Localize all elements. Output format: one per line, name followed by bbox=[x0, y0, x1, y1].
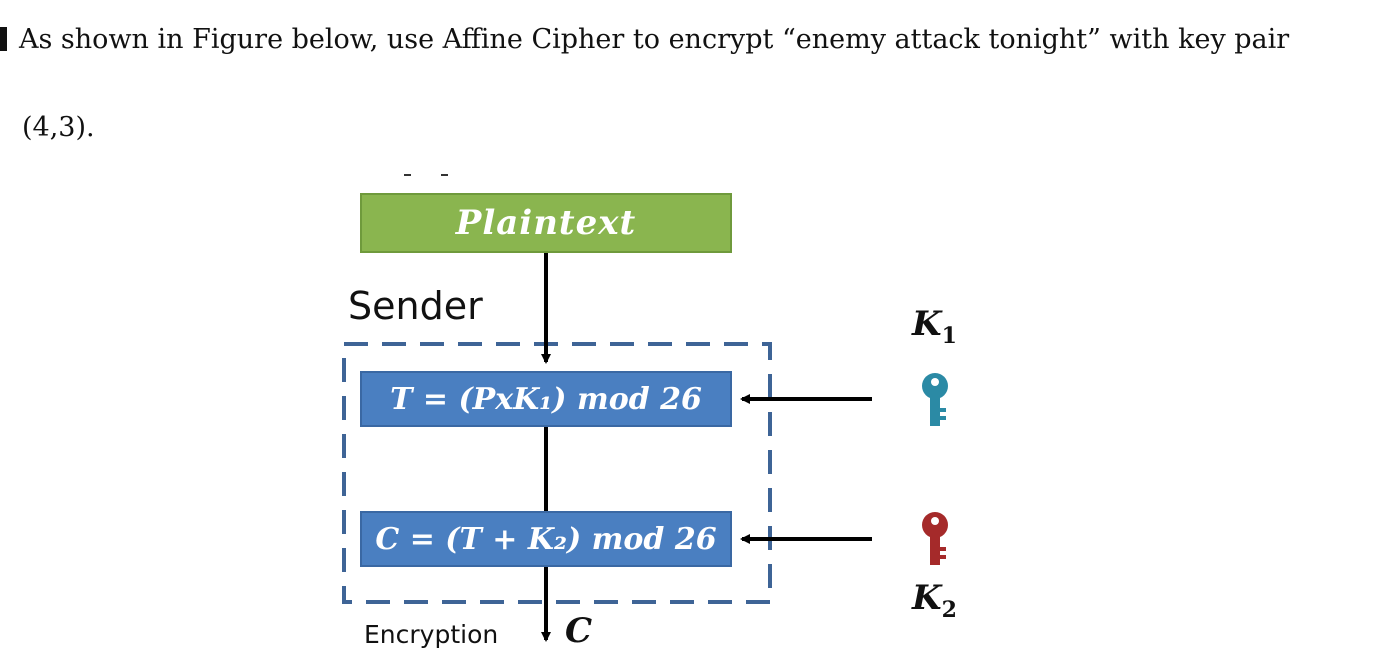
key2-letter: K bbox=[912, 578, 942, 618]
question-line-1: As shown in Figure below, use Affine Cip… bbox=[0, 24, 1289, 55]
teal-key-icon bbox=[922, 373, 948, 426]
sender-label: Sender bbox=[348, 284, 483, 328]
red-key-icon bbox=[922, 512, 948, 565]
encryption-label: Encryption bbox=[364, 620, 499, 649]
sender-boundary bbox=[342, 342, 772, 604]
key2-label: K2 bbox=[912, 578, 957, 623]
step2-formula-box: C = (T + K₂) mod 26 bbox=[360, 511, 732, 567]
key1-subscript: 1 bbox=[941, 322, 957, 349]
ciphertext-symbol: C bbox=[565, 611, 593, 651]
question-line-1-text: As shown in Figure below, use Affine Cip… bbox=[19, 24, 1290, 55]
key1-label: K1 bbox=[912, 304, 957, 349]
question-line-2: (4,3). bbox=[22, 112, 95, 143]
bullet-icon bbox=[0, 27, 7, 51]
step1-formula-box: T = (PxK₁) mod 26 bbox=[360, 371, 732, 427]
key2-subscript: 2 bbox=[941, 596, 957, 623]
plaintext-box: Plaintext bbox=[360, 193, 732, 253]
key1-letter: K bbox=[912, 304, 942, 344]
